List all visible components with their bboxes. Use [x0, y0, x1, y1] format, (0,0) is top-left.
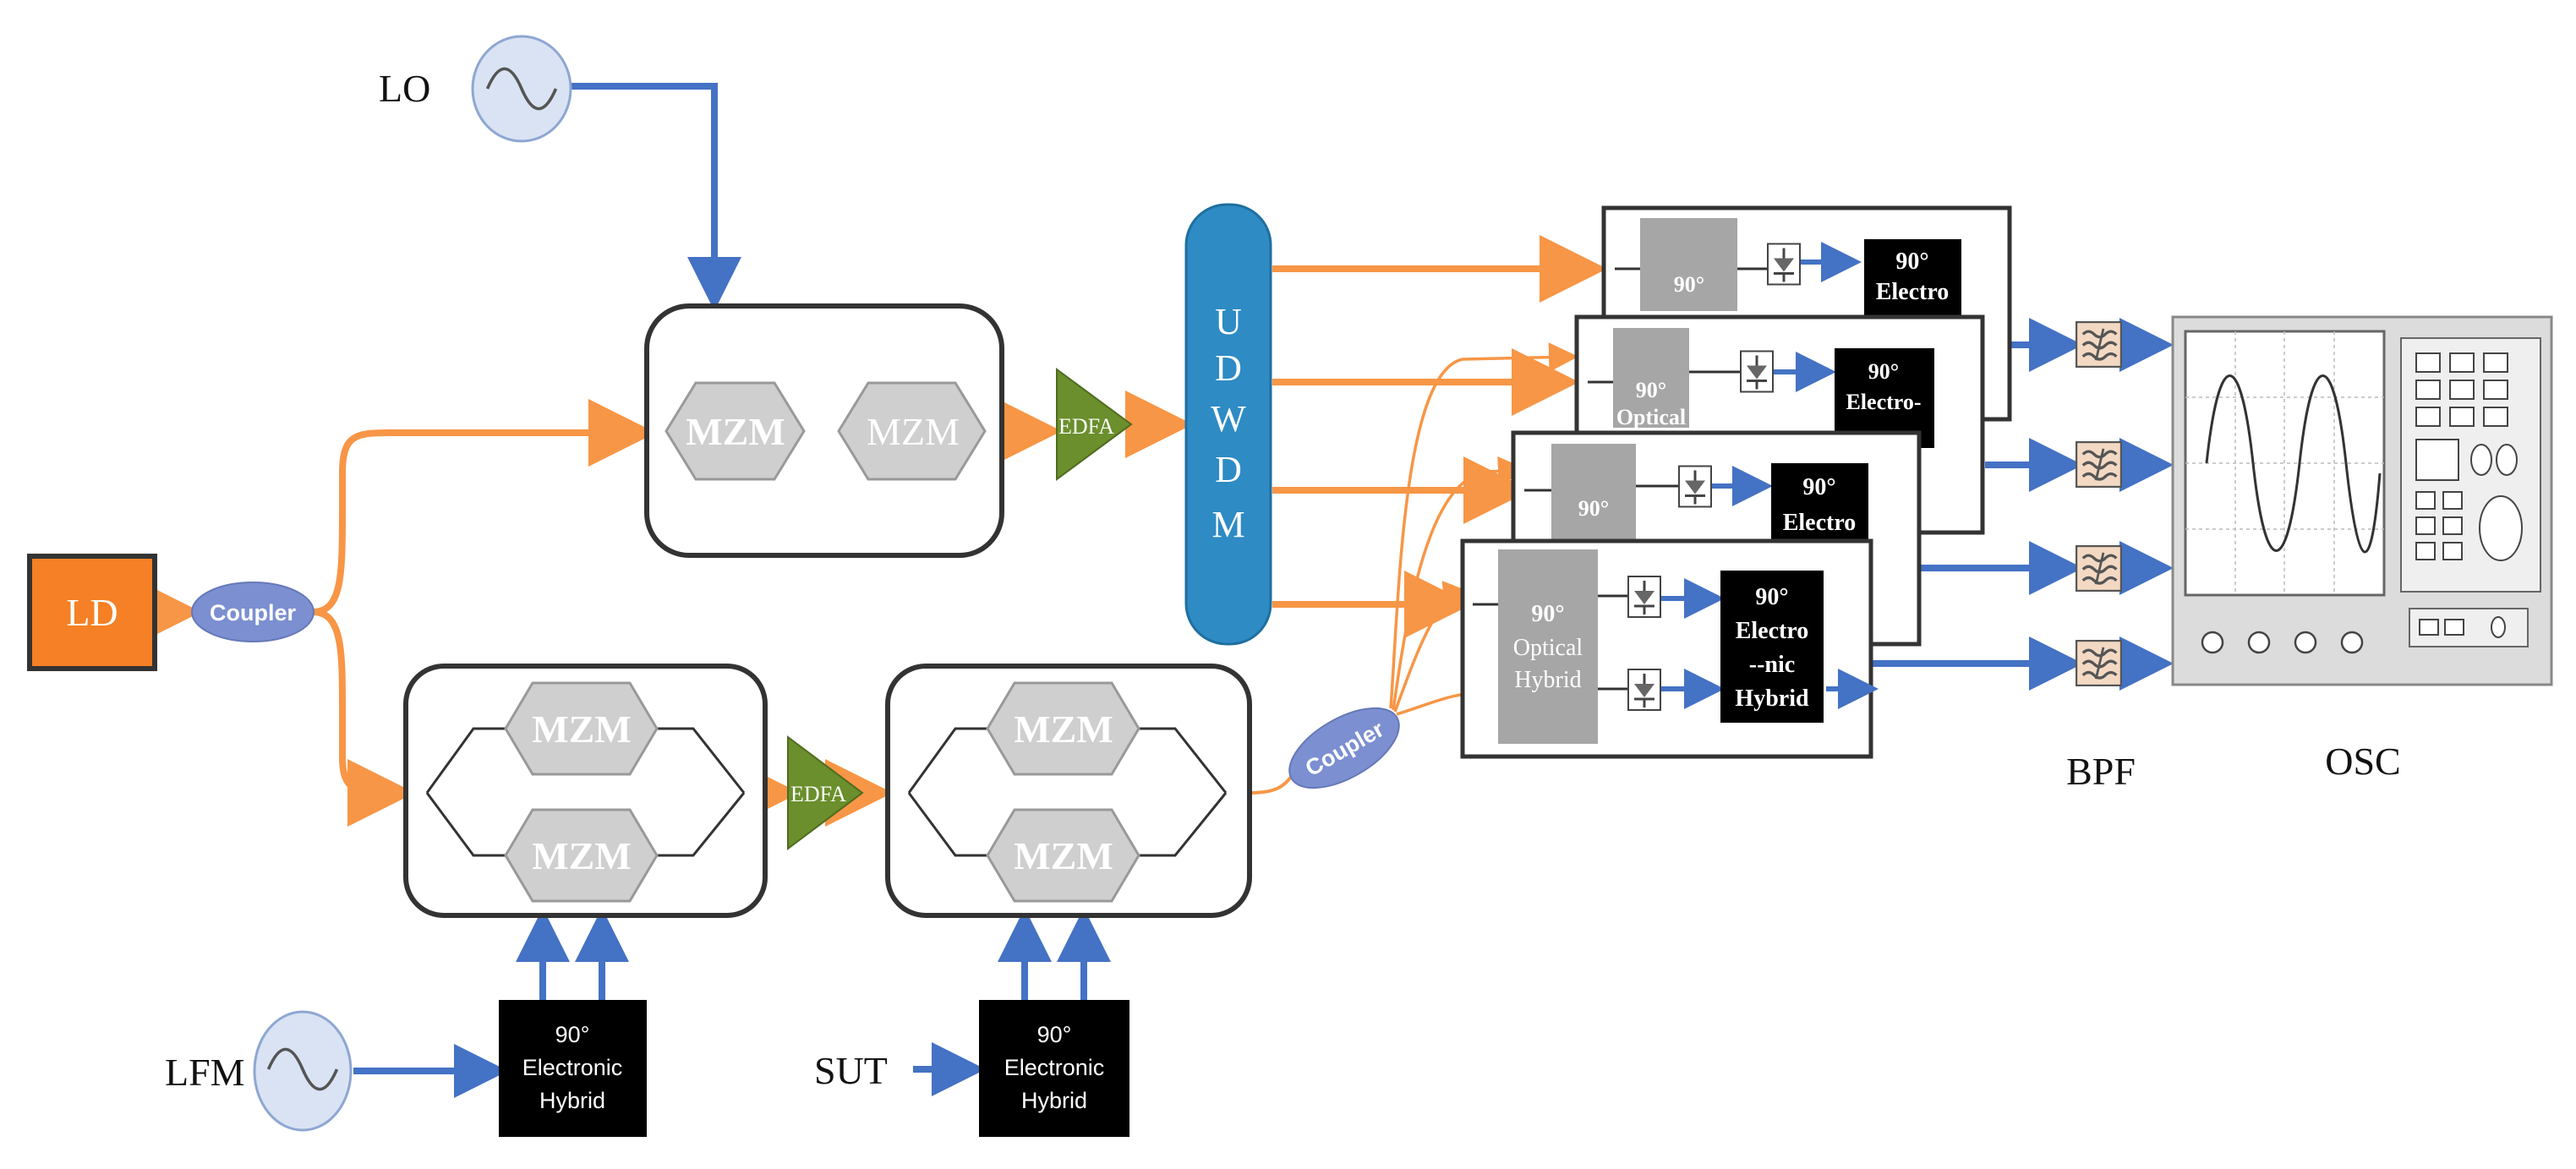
mzm-lower-1b-label: MZM	[532, 834, 632, 877]
hybrid-text: Electronic	[1004, 1055, 1105, 1080]
mzm-lower-2b-label: MZM	[1014, 834, 1113, 877]
mzm-upper-a	[665, 381, 806, 481]
receiver-text: 90°	[1895, 249, 1928, 275]
hybrid-text: 90°	[1037, 1022, 1072, 1047]
lfm-source	[253, 1010, 353, 1132]
mzm-upper-b-label: MZM	[867, 410, 960, 453]
laser-diode-block	[27, 554, 157, 671]
udwdm-letter: W	[1211, 398, 1246, 440]
hybrid-text: 90°	[555, 1022, 590, 1047]
optical-hybrid	[1640, 218, 1737, 311]
ld-label: LD	[66, 591, 118, 634]
receiver-text: 90°	[1636, 378, 1666, 402]
sut-label: SUT	[814, 1049, 888, 1092]
coherent-receiver-4	[1460, 538, 1873, 759]
udwdm-letter: U	[1215, 301, 1242, 342]
hybrid-text: Hybrid	[1021, 1088, 1087, 1113]
coupler-1	[191, 582, 314, 642]
mzm-upper-b	[837, 381, 987, 481]
electronic-hybrid	[1720, 571, 1824, 723]
receiver-text: 90°	[1802, 474, 1835, 500]
udwdm-letter: D	[1215, 449, 1242, 490]
lo-source	[471, 35, 572, 143]
lfm-label: LFM	[165, 1051, 245, 1094]
mzm-lower-2a	[986, 681, 1140, 776]
optical-hybrid	[1498, 549, 1598, 744]
hybrid-text: Electronic	[522, 1055, 623, 1080]
receiver-text: 90°	[1578, 496, 1609, 521]
coupler-1-label: Coupler	[210, 600, 296, 625]
electronic-hybrid	[1771, 463, 1868, 539]
coupler-to-lower-mzm-path	[312, 609, 415, 827]
mzm-lower-1b	[504, 808, 659, 903]
receiver-text: Electro	[1783, 510, 1857, 536]
lower-modulator-box-1	[403, 664, 768, 918]
receiver-text: 90°	[1755, 584, 1788, 610]
lo-label: LO	[379, 67, 430, 110]
optical-paths	[134, 235, 1607, 827]
photodiode-icon	[1678, 464, 1712, 509]
mzm-lower-2a-label: MZM	[1014, 707, 1113, 751]
udwdm-block	[1184, 203, 1272, 646]
edfa-upper	[1056, 368, 1133, 481]
photodiode-icon	[1767, 242, 1801, 287]
mzm-lower-1a	[504, 681, 659, 776]
edfa-lower	[787, 735, 864, 850]
receiver-text: Electro-	[1846, 390, 1921, 414]
receiver-text: Electro	[1876, 279, 1950, 305]
receiver-text: 90°	[1531, 601, 1564, 627]
electronic-hybrid-sut	[979, 1000, 1129, 1137]
mzm-lower-1a-label: MZM	[532, 707, 632, 751]
photodiode-icon	[1627, 668, 1661, 712]
bpf-icon	[2076, 441, 2122, 488]
receiver-text: Hybrid	[1735, 686, 1809, 712]
receiver-text: Electro	[1736, 618, 1809, 644]
photodiode-icon	[1740, 349, 1774, 394]
waveform	[2205, 374, 2382, 554]
receiver-text: 90°	[1674, 272, 1704, 297]
receiver-text: 90°	[1868, 359, 1899, 384]
lo-to-mzm-path	[571, 83, 741, 311]
optical-hybrid	[1551, 444, 1636, 549]
edfa-upper-label: EDFA	[1058, 414, 1114, 439]
oscilloscope	[2171, 315, 2553, 686]
udwdm-letter: D	[1215, 347, 1242, 389]
upper-modulator-box	[644, 303, 1004, 558]
receiver-text: Optical	[1616, 405, 1686, 429]
edfa-lower-label: EDFA	[790, 782, 846, 806]
hybrid-text: Hybrid	[539, 1088, 605, 1113]
udwdm-letter: M	[1211, 504, 1244, 545]
mzm-lower-2b	[986, 808, 1140, 903]
receiver-text: Hybrid	[1514, 667, 1581, 693]
optical-hybrid	[1613, 328, 1689, 428]
bpf-label: BPF	[2066, 750, 2136, 793]
receiver-text: --nic	[1749, 652, 1795, 678]
lower-modulator-box-2	[885, 664, 1252, 918]
electronic-hybrid-lfm	[499, 1000, 647, 1137]
bpf-icon	[2076, 321, 2122, 368]
electronic-hybrid	[1864, 239, 1961, 315]
electrical-paths	[353, 83, 2174, 1098]
osc-label: OSC	[2325, 740, 2400, 783]
photodiode-icon	[1627, 575, 1661, 619]
coupler-to-upper-mzm-path	[312, 399, 656, 615]
bpf-icon	[2076, 545, 2122, 592]
mzm-to-coupler-path	[1249, 772, 1295, 795]
bpf-icon	[2076, 640, 2122, 686]
coupler-2: Coupler	[1288, 707, 1400, 789]
receiver-text: Optical	[1513, 635, 1583, 661]
coupler-fanout-paths	[1389, 342, 1578, 716]
mzm-upper-a-label: MZM	[686, 410, 785, 453]
